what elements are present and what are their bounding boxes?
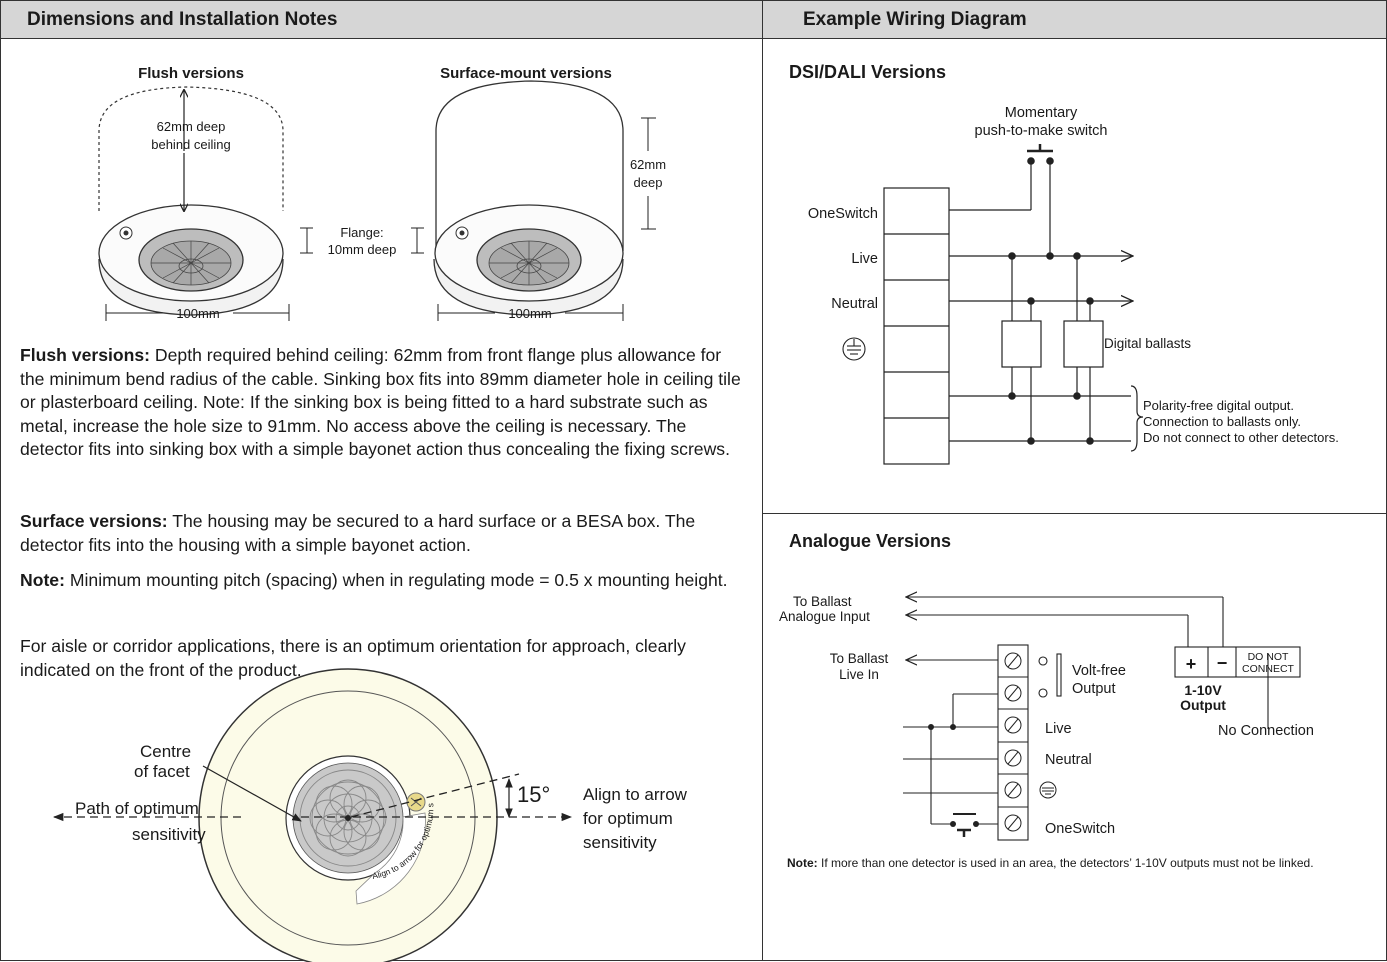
dnc-label: DO NOT	[1248, 651, 1289, 663]
flange-dimension: Flange: 10mm deep	[300, 225, 424, 257]
dsi-wiring-panel: Example Wiring Diagram DSI/DALI Versions…	[762, 0, 1387, 514]
centre-label: Centre	[140, 742, 191, 761]
earth-icon	[1039, 781, 1057, 799]
aisle-paragraph: For aisle or corridor applications, ther…	[20, 636, 686, 680]
to-ballast-analogue-2: Analogue Input	[779, 609, 870, 624]
dimension-drawings: Flush versions Surface-mount versions 62…	[98, 65, 666, 321]
analogue-wiring-diagram: To Ballast Analogue Input To Ballast Liv…	[779, 514, 1314, 841]
earth-icon	[842, 337, 866, 361]
minus-terminal: −	[1217, 653, 1228, 673]
dsi-neutral-label: Neutral	[831, 296, 878, 312]
dsi-note-1: Polarity-free digital output.	[1143, 398, 1294, 413]
volt-free-label: Volt-free	[1072, 663, 1126, 679]
no-connection-label: No Connection	[1218, 723, 1314, 739]
dsi-live-label: Live	[851, 251, 878, 267]
dnc-label-2: CONNECT	[1242, 663, 1295, 675]
dsi-oneswitch-label: OneSwitch	[808, 206, 878, 222]
flush-paragraph: Flush versions: Depth required behind ce…	[20, 345, 741, 459]
output-label-2: Output	[1180, 697, 1226, 713]
dsi-note-2: Connection to ballasts only.	[1143, 414, 1301, 429]
analogue-oneswitch-label: OneSwitch	[1045, 821, 1115, 837]
surface-depth-label-2: deep	[634, 175, 663, 190]
analogue-note: Note: If more than one detector is used …	[787, 856, 1314, 870]
plus-terminal: +	[1186, 654, 1197, 674]
align-label-2: for optimum	[583, 809, 673, 828]
dsi-wiring-diagram: Momentary push-to-make switch	[808, 105, 1339, 465]
align-label-3: sensitivity	[583, 833, 657, 852]
orientation-diagram: Align to arrow for optimum sensitivity C…	[0, 0, 688, 962]
centre-label-2: of facet	[134, 762, 190, 781]
flush-depth-label: 62mm deep	[157, 119, 226, 134]
surface-detector-drawing: 62mm deep	[433, 80, 666, 316]
to-ballast-analogue: To Ballast	[793, 594, 852, 609]
terminal-screws	[1004, 652, 1022, 832]
to-ballast-live-2: Live In	[839, 667, 879, 682]
installation-header: Dimensions and Installation Notes	[1, 1, 762, 39]
surface-depth-label: 62mm	[630, 157, 666, 172]
width-dimensions: 100mm 100mm	[105, 304, 624, 321]
note-paragraph: Note: Minimum mounting pitch (spacing) w…	[20, 570, 728, 590]
installation-panel: Dimensions and Installation Notes Flush …	[0, 0, 763, 962]
output-label: 1-10V	[1184, 682, 1222, 698]
switch-label: Momentary	[1005, 105, 1078, 121]
dsi-title: DSI/DALI Versions	[789, 62, 947, 82]
flush-width-label: 100mm	[176, 306, 219, 321]
analogue-live-label: Live	[1045, 721, 1072, 737]
angle-label: 15°	[517, 782, 550, 807]
wiring-header: Example Wiring Diagram	[763, 1, 1386, 39]
volt-free-label-2: Output	[1072, 681, 1116, 697]
flange-label-2: 10mm deep	[328, 242, 397, 257]
flush-depth-label-2: behind ceiling	[151, 137, 231, 152]
analogue-neutral-label: Neutral	[1045, 752, 1092, 768]
surface-title: Surface-mount versions	[440, 65, 612, 82]
surface-paragraph: Surface versions: The housing may be sec…	[20, 511, 696, 555]
analogue-wiring-panel: Analogue Versions To Ballast Analogue In…	[762, 513, 1387, 961]
switch-label-2: push-to-make switch	[975, 123, 1108, 139]
dsi-note-3: Do not connect to other detectors.	[1143, 430, 1339, 445]
align-label: Align to arrow	[583, 785, 688, 804]
to-ballast-live: To Ballast	[830, 651, 889, 666]
path-label: Path of optimum	[75, 799, 199, 818]
surface-width-label: 100mm	[508, 306, 551, 321]
ballasts-label: Digital ballasts	[1104, 336, 1191, 351]
path-label-2: sensitivity	[132, 825, 206, 844]
flange-label: Flange:	[340, 225, 383, 240]
flush-title: Flush versions	[138, 65, 244, 82]
analogue-title: Analogue Versions	[789, 531, 952, 551]
flush-detector-drawing: 62mm deep behind ceiling	[98, 86, 284, 316]
